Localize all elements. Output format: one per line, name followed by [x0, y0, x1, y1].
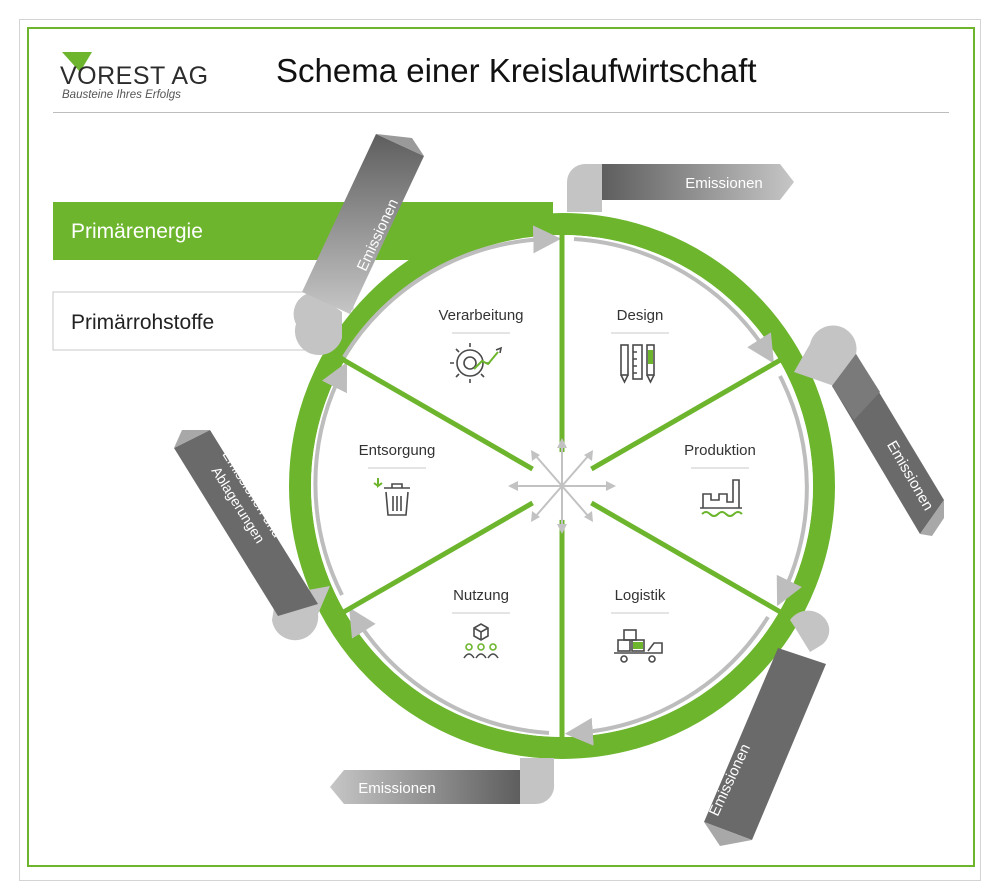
emissions-arrow-right: Emissionen	[794, 325, 944, 536]
page-title: Schema einer Kreislaufwirtschaft	[276, 52, 757, 89]
header-divider	[53, 112, 949, 113]
segment-design: Design	[611, 307, 669, 384]
logo-name: VOREST AG	[60, 62, 209, 90]
flow-arrow-to-entsorgung	[313, 362, 348, 596]
gear-gauge-icon	[450, 343, 503, 383]
primary-energy-label: Primärenergie	[71, 220, 203, 243]
emissions-arrow-top-right: Emissionen	[567, 164, 794, 212]
segment-nutzung-label: Nutzung	[453, 587, 509, 604]
segment-logistik-label: Logistik	[615, 587, 666, 604]
segment-entsorgung: Entsorgung	[359, 442, 436, 516]
factory-icon	[700, 479, 743, 517]
circular-flow-arrows	[313, 225, 809, 746]
truck-icon	[614, 629, 663, 663]
flow-arrow-to-logistik	[564, 615, 770, 746]
emissions-top-right-label: Emissionen	[685, 175, 763, 192]
segment-produktion-label: Produktion	[684, 442, 756, 459]
people-box-icon	[463, 623, 499, 659]
flow-arrow-to-verarbeitung	[342, 225, 562, 359]
emissions-arrow-top-left: Emissionen	[293, 134, 424, 356]
logo-tagline: Bausteine Ihres Erfolgs	[62, 89, 181, 101]
outer-border	[19, 19, 981, 881]
emissions-arrow-bottom: Emissionen	[330, 758, 555, 805]
hub-arrows	[514, 444, 610, 528]
primary-raw-materials-label: Primärrohstoffe	[71, 311, 214, 334]
segment-verarbeitung: Verarbeitung	[438, 307, 524, 383]
segment-nutzung: Nutzung	[452, 587, 510, 659]
segment-verarbeitung-label: Verarbeitung	[438, 307, 523, 324]
flow-arrow-to-design	[573, 237, 774, 364]
company-logo: VOREST AG Bausteine Ihres Erfolgs	[58, 48, 208, 108]
segment-entsorgung-label: Entsorgung	[359, 442, 436, 459]
emissions-bottom-label: Emissionen	[358, 780, 436, 797]
segment-design-label: Design	[617, 307, 664, 324]
flow-arrow-to-nutzung	[349, 607, 550, 735]
trash-can-icon	[373, 478, 410, 516]
pencil-ruler-icon	[620, 344, 655, 384]
logo-triangle-icon	[62, 52, 92, 72]
inner-border	[27, 27, 975, 867]
flow-arrow-to-produktion	[776, 375, 809, 607]
segment-logistik: Logistik	[611, 587, 669, 663]
segment-produktion: Produktion	[684, 442, 756, 517]
